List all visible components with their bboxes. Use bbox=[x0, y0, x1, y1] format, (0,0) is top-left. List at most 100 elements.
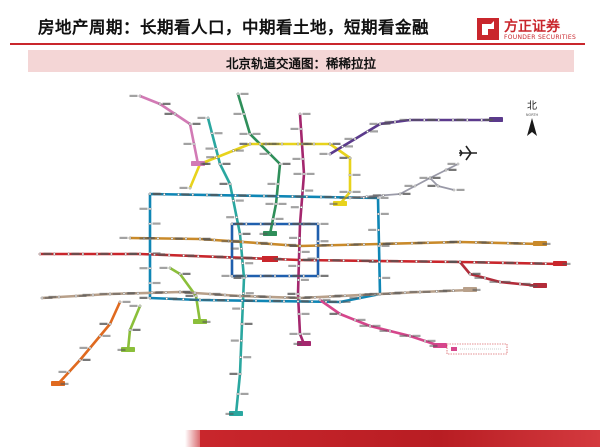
station-label-block bbox=[240, 92, 249, 95]
station-label-block bbox=[289, 244, 298, 247]
subway-line-airport-16 bbox=[429, 177, 455, 191]
station-label-block bbox=[82, 293, 91, 296]
station-label-block bbox=[139, 296, 148, 299]
station-dot bbox=[338, 312, 342, 316]
map-legend bbox=[446, 343, 508, 355]
station-dot bbox=[480, 118, 483, 122]
station-dot bbox=[241, 240, 245, 244]
station-dot bbox=[386, 259, 389, 263]
slide-title: 房地产周期：长期看人口，中期看土地，短期看金融 bbox=[38, 18, 429, 37]
station-label-block bbox=[412, 118, 421, 121]
station-dot bbox=[259, 222, 262, 226]
subtitle-text: 北京轨道交通图：稀稀拉拉 bbox=[225, 56, 376, 71]
station-dot bbox=[334, 196, 337, 199]
station-dot bbox=[413, 184, 417, 188]
station-label-block bbox=[275, 217, 284, 220]
station-dot bbox=[452, 289, 455, 292]
station-dot bbox=[296, 292, 300, 296]
station-label-block bbox=[245, 292, 254, 295]
station-dot bbox=[74, 294, 78, 298]
station-dot bbox=[297, 278, 300, 282]
station-dot bbox=[88, 346, 92, 350]
station-label-block bbox=[175, 237, 184, 240]
station-label-block bbox=[456, 118, 465, 121]
station-dot bbox=[242, 112, 246, 116]
station-dot bbox=[316, 240, 320, 243]
station-label-block bbox=[362, 259, 371, 262]
station-dot bbox=[301, 157, 305, 161]
station-label-block bbox=[152, 252, 161, 255]
station-dot bbox=[245, 274, 248, 278]
station-label-block bbox=[226, 216, 235, 219]
station-label-block bbox=[472, 272, 481, 275]
station-dot bbox=[271, 217, 275, 221]
station-dot bbox=[418, 290, 422, 294]
station-dot bbox=[148, 296, 152, 300]
station-dot bbox=[288, 222, 291, 226]
station-label-block bbox=[369, 195, 378, 198]
station-dot bbox=[280, 142, 284, 146]
station-label-block bbox=[132, 328, 141, 331]
station-label-block bbox=[129, 304, 138, 307]
station-label-block bbox=[112, 292, 121, 295]
station-dot bbox=[211, 255, 214, 258]
station-label-block bbox=[230, 247, 239, 250]
station-label-block bbox=[292, 157, 301, 160]
station-label-block bbox=[352, 173, 361, 176]
station-label-block bbox=[275, 258, 283, 261]
station-dot bbox=[358, 296, 362, 300]
station-label-block bbox=[472, 288, 481, 291]
station-label-block bbox=[233, 276, 242, 279]
founder-logo-icon bbox=[477, 18, 499, 40]
station-dot bbox=[291, 195, 294, 198]
station-dot bbox=[348, 190, 352, 194]
station-dot bbox=[378, 260, 381, 264]
station-label-block bbox=[442, 289, 451, 292]
station-label-block bbox=[369, 292, 378, 295]
station-label-block bbox=[214, 132, 223, 135]
station-label-block bbox=[48, 295, 57, 298]
station-label-block bbox=[382, 122, 391, 125]
station-label-block bbox=[302, 112, 311, 115]
station-dot bbox=[298, 244, 302, 248]
station-label-block bbox=[139, 267, 148, 270]
station-dot bbox=[235, 216, 238, 219]
station-dot bbox=[273, 274, 277, 278]
station-dot bbox=[388, 329, 392, 333]
station-label-block bbox=[242, 294, 251, 297]
station-label-block bbox=[332, 142, 341, 145]
station-label-block bbox=[185, 294, 194, 297]
station-dot bbox=[284, 243, 287, 247]
station-dot bbox=[182, 254, 185, 257]
station-label-block bbox=[385, 242, 394, 245]
station-dot bbox=[236, 392, 240, 396]
station-label-block bbox=[58, 370, 67, 373]
station-dot bbox=[365, 195, 368, 198]
station-dot bbox=[38, 252, 42, 256]
station-label-block bbox=[448, 168, 457, 171]
station-dot bbox=[310, 300, 314, 303]
station-dot bbox=[298, 258, 302, 262]
station-dot bbox=[393, 120, 397, 124]
station-dot bbox=[53, 252, 56, 256]
station-label-block bbox=[245, 257, 254, 260]
station-label-block bbox=[139, 207, 148, 210]
station-dot bbox=[408, 118, 412, 122]
station-dot bbox=[148, 252, 152, 255]
station-dot bbox=[298, 112, 302, 116]
station-dot bbox=[297, 250, 301, 254]
station-dot bbox=[506, 241, 510, 245]
station-dot bbox=[282, 299, 286, 303]
station-dot bbox=[230, 222, 234, 226]
station-label-block bbox=[369, 122, 378, 125]
station-label-block bbox=[339, 196, 348, 199]
station-dot bbox=[40, 296, 44, 300]
logo-english-name: FOUNDER SECURITIES bbox=[504, 34, 577, 41]
station-dot bbox=[348, 156, 352, 160]
station-label-block bbox=[304, 259, 312, 262]
station-label-block bbox=[300, 300, 309, 303]
station-dot bbox=[302, 274, 305, 278]
station-dot bbox=[368, 324, 372, 328]
station-dot bbox=[148, 222, 152, 225]
station-label-block bbox=[367, 196, 376, 199]
